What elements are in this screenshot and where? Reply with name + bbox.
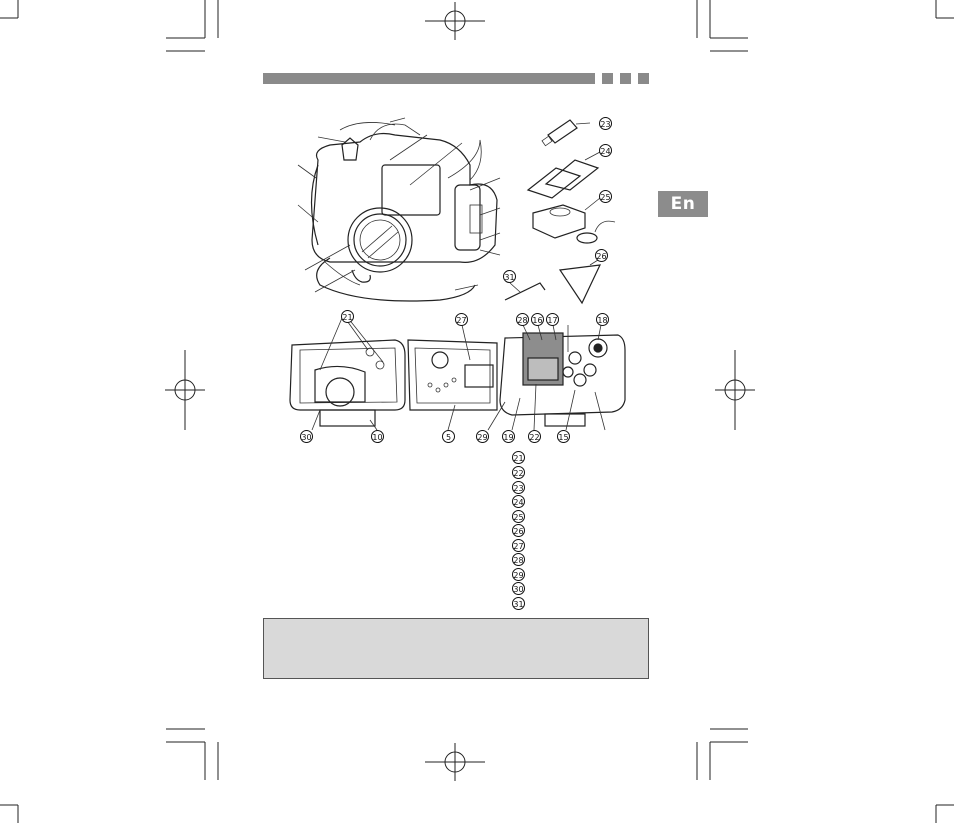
callout-28: 28 xyxy=(516,313,529,326)
callout-22: 22 xyxy=(528,430,541,443)
callout-27: 27 xyxy=(455,313,468,326)
callout-21: 21 xyxy=(341,310,354,323)
legend-item-23: 23 xyxy=(512,481,525,494)
callout-5: 5 xyxy=(442,430,455,443)
callout-29: 29 xyxy=(476,430,489,443)
header-square-2 xyxy=(620,73,631,84)
callout-31: 31 xyxy=(503,270,516,283)
legend-item-28: 28 xyxy=(512,553,525,566)
callout-24: 24 xyxy=(599,144,612,157)
callout-15: 15 xyxy=(557,430,570,443)
legend-item-26: 26 xyxy=(512,524,525,537)
language-tab: En xyxy=(658,191,708,217)
callout-19: 19 xyxy=(502,430,515,443)
accessories-illustration xyxy=(504,119,616,305)
legend-item-22: 22 xyxy=(512,466,525,479)
header-square-1 xyxy=(602,73,613,84)
header-square-3 xyxy=(638,73,649,84)
housing-front-illustration xyxy=(297,117,501,302)
callout-17: 17 xyxy=(546,313,559,326)
callout-16: 16 xyxy=(531,313,544,326)
legend-item-29: 29 xyxy=(512,568,525,581)
callout-26: 26 xyxy=(595,249,608,262)
housing-back-illustration xyxy=(289,317,498,431)
callout-18: 18 xyxy=(596,313,609,326)
legend-item-24: 24 xyxy=(512,495,525,508)
callout-25: 25 xyxy=(599,190,612,203)
callout-30: 30 xyxy=(300,430,313,443)
housing-rear-closed-illustration xyxy=(487,324,626,431)
legend-item-21: 21 xyxy=(512,451,525,464)
legend-item-30: 30 xyxy=(512,582,525,595)
header-bar xyxy=(263,73,595,84)
note-box xyxy=(263,618,649,679)
callout-23: 23 xyxy=(599,117,612,130)
legend-item-31: 31 xyxy=(512,597,525,610)
legend-item-27: 27 xyxy=(512,539,525,552)
legend-item-25: 25 xyxy=(512,510,525,523)
callout-10: 10 xyxy=(371,430,384,443)
